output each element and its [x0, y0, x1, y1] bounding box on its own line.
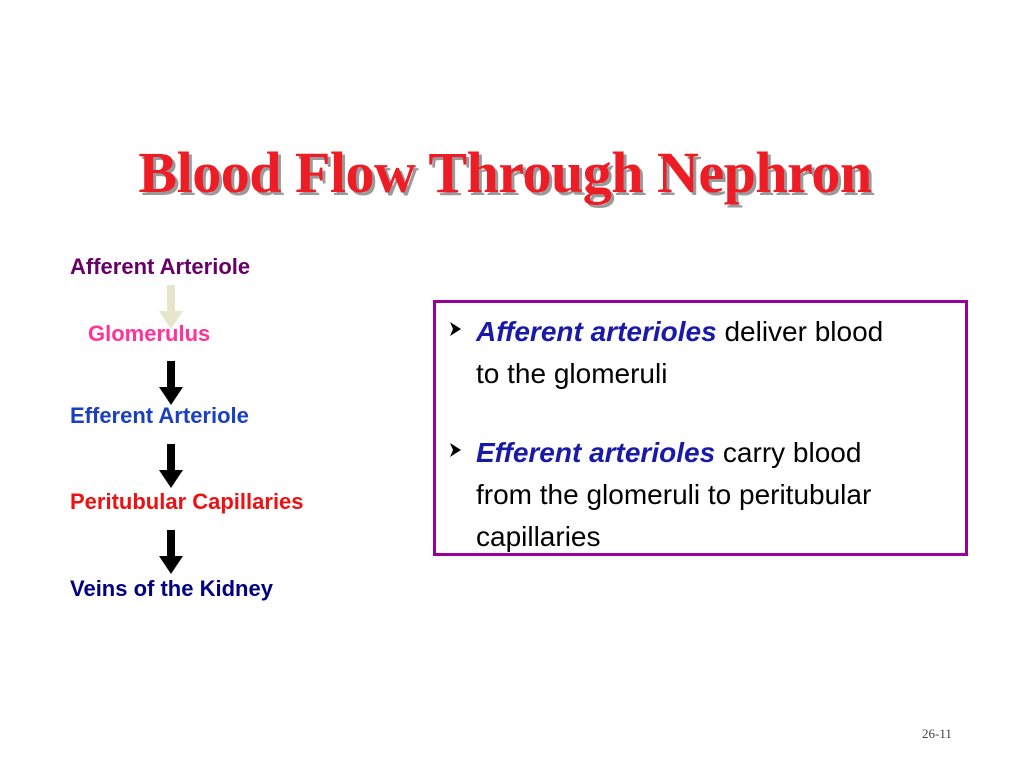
bullet-text: deliver blood to the glomeruli: [476, 316, 884, 389]
arrowhead-bullet-icon: [450, 322, 461, 336]
bullet-text: carry blood from the glomeruli to peritu…: [476, 437, 872, 552]
flow-step-afferent-arteriole: Afferent Arteriole: [70, 254, 251, 279]
arrowhead-bullet-icon: [450, 443, 461, 457]
flow-step-efferent-arteriole: Efferent Arteriole: [70, 403, 249, 428]
page-number: 26-11: [922, 726, 952, 741]
bullet-efferent: Efferent arterioles carry blood from the…: [446, 432, 886, 558]
slide-title: Blood Flow Through Nephron: [138, 140, 872, 205]
arrow-down-icon: [159, 444, 183, 488]
flow-step-veins-of-the-kidney: Veins of the Kidney: [70, 576, 273, 601]
flow-step-glomerulus: Glomerulus: [88, 321, 211, 346]
arrow-down-icon: [159, 530, 183, 574]
arrow-down-icon: [159, 285, 183, 329]
info-box: Afferent arterioles deliver blood to the…: [433, 300, 968, 556]
flow-step-peritubular-capillaries: Peritubular Capillaries: [70, 489, 304, 514]
bullet-emphasis: Efferent arterioles: [476, 437, 716, 468]
arrow-down-icon: [159, 361, 183, 405]
bullet-emphasis: Afferent arterioles: [476, 316, 717, 347]
bullet-afferent: Afferent arterioles deliver blood to the…: [446, 311, 886, 395]
